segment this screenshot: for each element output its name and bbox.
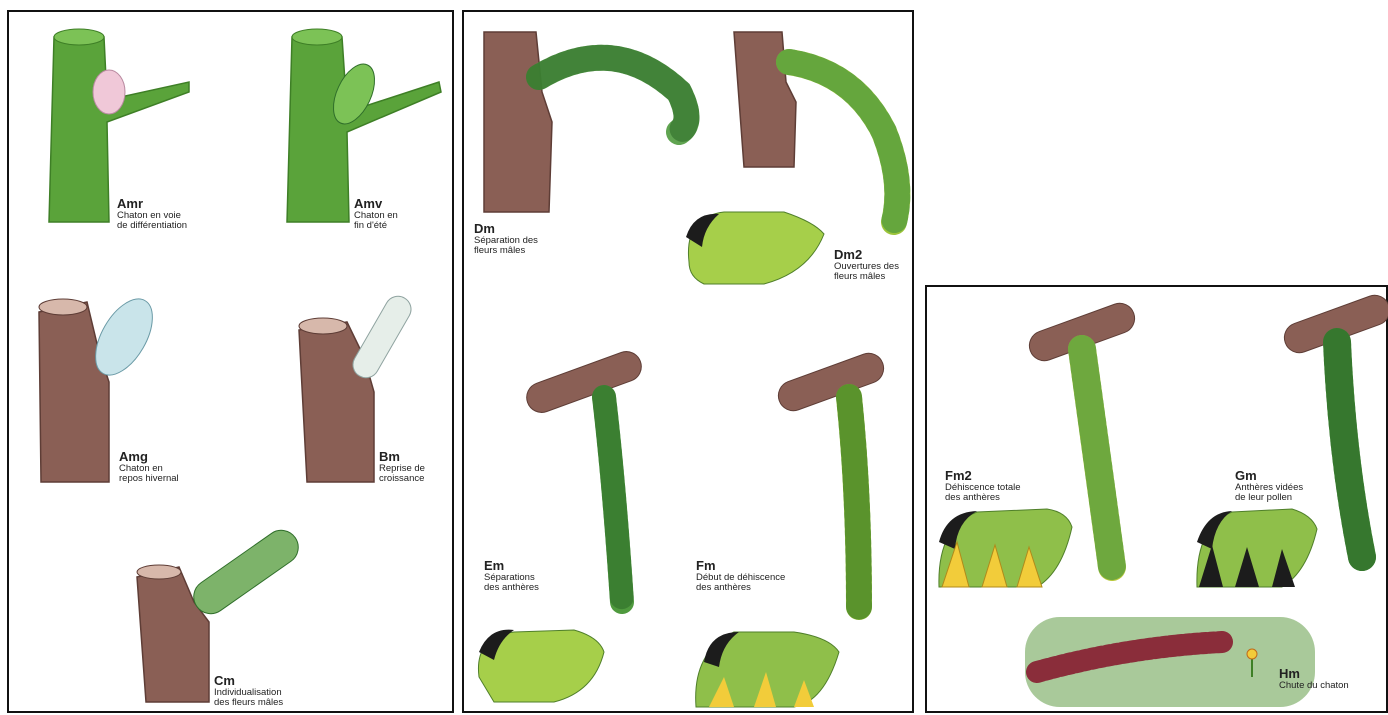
stage-code: Amr bbox=[117, 197, 187, 211]
stage-description: Chaton en voie de différentiation bbox=[117, 211, 187, 232]
stage-code: Bm bbox=[379, 450, 425, 464]
panel-1-illustrations bbox=[9, 12, 456, 715]
stage-description: Chaton en repos hivernal bbox=[119, 464, 179, 485]
stage-description: Début de déhiscence des anthères bbox=[696, 573, 785, 594]
stage-code: Amg bbox=[119, 450, 179, 464]
stage-description: Individualisation des fleurs mâles bbox=[214, 688, 283, 709]
dm2-flower-detail bbox=[686, 212, 824, 284]
stage-amr-caption: Amr Chaton en voie de différentiation bbox=[117, 197, 187, 232]
stage-code: Dm2 bbox=[834, 248, 899, 262]
panel-winter-buds: Amr Chaton en voie de différentiation Am… bbox=[7, 10, 454, 713]
stage-amg-caption: Amg Chaton en repos hivernal bbox=[119, 450, 179, 485]
stage-code: Gm bbox=[1235, 469, 1303, 483]
dm-illustration bbox=[484, 32, 687, 212]
amr-illustration bbox=[49, 29, 189, 222]
fm2-flower-detail bbox=[939, 509, 1072, 587]
fm-illustration bbox=[774, 349, 888, 607]
stage-code: Fm2 bbox=[945, 469, 1021, 483]
stage-bm-caption: Bm Reprise de croissance bbox=[379, 450, 425, 485]
stage-description: Séparation des fleurs mâles bbox=[474, 236, 538, 257]
stage-em-caption: Em Séparations des anthères bbox=[484, 559, 539, 594]
stage-description: Anthères vidées de leur pollen bbox=[1235, 483, 1303, 504]
dm2-illustration bbox=[734, 32, 897, 222]
em-flower-detail bbox=[478, 630, 604, 702]
stage-code: Fm bbox=[696, 559, 785, 573]
panel-2-illustrations bbox=[464, 12, 916, 715]
hm-illustration bbox=[1025, 617, 1315, 707]
panel-dehiscence: Fm2 Déhiscence totale des anthères Gm An… bbox=[925, 285, 1388, 713]
stage-fm-caption: Fm Début de déhiscence des anthères bbox=[696, 559, 785, 594]
stage-description: Séparations des anthères bbox=[484, 573, 539, 594]
stage-gm-caption: Gm Anthères vidées de leur pollen bbox=[1235, 469, 1303, 504]
stage-description: Déhiscence totale des anthères bbox=[945, 483, 1021, 504]
stage-dm-caption: Dm Séparation des fleurs mâles bbox=[474, 222, 538, 257]
stage-dm2-caption: Dm2 Ouvertures des fleurs mâles bbox=[834, 248, 899, 283]
stage-description: Reprise de croissance bbox=[379, 464, 425, 485]
stage-description: Chute du chaton bbox=[1279, 681, 1349, 691]
stage-fm2-caption: Fm2 Déhiscence totale des anthères bbox=[945, 469, 1021, 504]
stage-description: Chaton en fin d'été bbox=[354, 211, 398, 232]
stage-code: Em bbox=[484, 559, 539, 573]
stage-code: Cm bbox=[214, 674, 283, 688]
stage-code: Amv bbox=[354, 197, 398, 211]
stage-cm-caption: Cm Individualisation des fleurs mâles bbox=[214, 674, 283, 709]
stage-code: Hm bbox=[1279, 667, 1349, 681]
gm-flower-detail bbox=[1197, 509, 1317, 587]
stage-hm-caption: Hm Chute du chaton bbox=[1279, 667, 1349, 691]
fm-flower-detail bbox=[696, 632, 839, 707]
panel-flowering: Dm Séparation des fleurs mâles Dm2 Ouver… bbox=[462, 10, 914, 713]
amv-illustration bbox=[287, 29, 441, 222]
stage-description: Ouvertures des fleurs mâles bbox=[834, 262, 899, 283]
stage-code: Dm bbox=[474, 222, 538, 236]
stage-amv-caption: Amv Chaton en fin d'été bbox=[354, 197, 398, 232]
em-illustration bbox=[522, 347, 645, 602]
